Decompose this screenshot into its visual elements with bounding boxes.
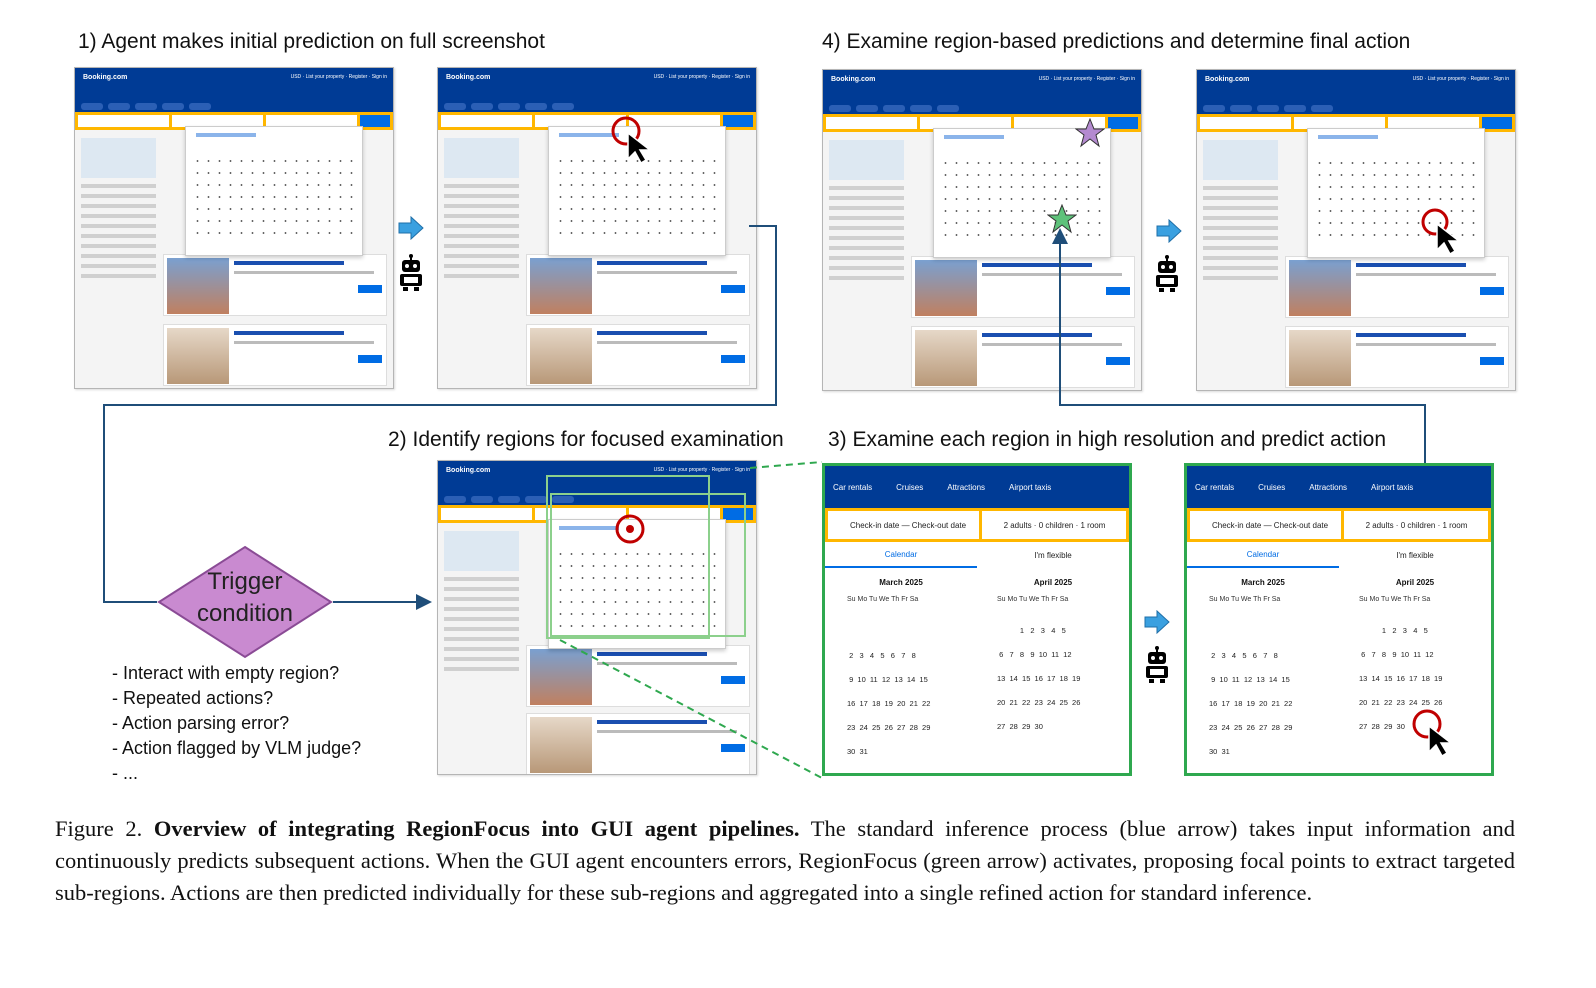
step4-title: 4) Examine region-based predictions and … [822,30,1411,53]
brand-logo: Booking.com [831,76,876,83]
caption-title: Overview of integrating RegionFocus into… [153,816,800,841]
focal-point-icon [615,514,645,544]
robot-icon [1146,646,1168,683]
figure-caption: Figure 2. Overview of integrating Region… [55,813,1515,909]
step2-title: 2) Identify regions for focused examinat… [388,428,784,451]
blue-arrow-icon [398,216,424,240]
brand-logo: Booking.com [446,467,491,474]
zoom-region-1: Car rentals Cruises Attractions Airport … [822,463,1132,776]
screenshot-regions: Booking.com USD · List your property · Re… [437,460,757,775]
caption-label: Figure 2. [55,816,143,841]
nav-car-rentals: Car rentals [833,482,873,492]
nav-attractions: Attractions [947,482,986,492]
purple-star-icon [1075,118,1105,148]
month-march: March 2025 [1241,578,1285,587]
tab-calendar: Calendar [1187,542,1339,568]
condition-item: - ... [112,763,138,783]
trigger-diamond [157,545,333,659]
nav-airport-taxis: Airport taxis [1371,482,1414,492]
cursor-target-icon [1412,709,1454,758]
guests-field: 2 adults · 0 children · 1 room [1343,511,1488,539]
screenshot-full-1: Booking.com USD · List your property · Re… [74,67,394,389]
header-links: USD · List your property · Register · Si… [290,74,387,80]
step1-title: 1) Agent makes initial prediction on ful… [78,30,545,53]
condition-item: - Action flagged by VLM judge? [112,738,362,758]
green-star-icon [1047,204,1077,234]
robot-icon [400,254,422,291]
weekday-header: Su Mo Tu We Th Fr Sa [997,596,1069,603]
nav-airport-taxis: Airport taxis [1009,482,1052,492]
trigger-label: Trigger condition [196,568,294,627]
tab-flexible: I'm flexible [1396,550,1434,560]
month-april: April 2025 [1033,578,1073,587]
guests-field: 2 adults · 0 children · 1 room [981,511,1126,539]
tab-flexible: I'm flexible [1034,550,1072,560]
nav-cruises: Cruises [896,482,924,492]
header-links: USD · List your property · Register · Si… [653,74,750,80]
brand-logo: Booking.com [83,74,128,81]
step3-title: 3) Examine each region in high resolutio… [828,428,1387,451]
month-april: April 2025 [1395,578,1435,587]
screenshot-full-3: Booking.com USD · List your property · Re… [822,69,1142,391]
dates-field: Check-in date — Check-out date [828,511,979,539]
weekday-header: Su Mo Tu We Th Fr Sa [1209,596,1281,603]
weekday-header: Su Mo Tu We Th Fr Sa [1359,596,1431,603]
region-box-2 [550,493,746,637]
month-march: March 2025 [879,578,923,587]
brand-logo: Booking.com [1205,76,1250,83]
blue-arrow-icon [1156,219,1182,243]
zoom-region-2: Car rentals Cruises Attractions Airport … [1184,463,1494,776]
tab-calendar: Calendar [825,542,977,568]
blue-arrow-icon [1144,610,1170,634]
robot-icon [1156,255,1178,292]
header-links: USD · List your property · Register · Si… [1038,76,1135,82]
screenshot-full-2: Booking.com USD · List your property · Re… [437,67,757,389]
cursor-target-icon [611,116,653,163]
nav-attractions: Attractions [1309,482,1348,492]
region-box-1 [546,475,710,639]
nav-car-rentals: Car rentals [1195,482,1235,492]
header-links: USD · List your property · Register · Si… [1412,76,1509,82]
nav-cruises: Cruises [1258,482,1286,492]
header-links: USD · List your property · Register · Si… [653,467,750,473]
condition-item: - Action parsing error? [112,713,290,733]
condition-item: - Repeated actions? [112,688,274,708]
dates-field: Check-in date — Check-out date [1190,511,1341,539]
caption-text: The standard inference process (blue arr… [55,816,1515,905]
screenshot-full-4: Booking.com USD · List your property · Re… [1196,69,1516,391]
weekday-header: Su Mo Tu We Th Fr Sa [847,596,919,603]
condition-item: - Interact with empty region? [112,663,340,683]
cursor-target-icon [1421,208,1462,256]
brand-logo: Booking.com [446,74,491,81]
